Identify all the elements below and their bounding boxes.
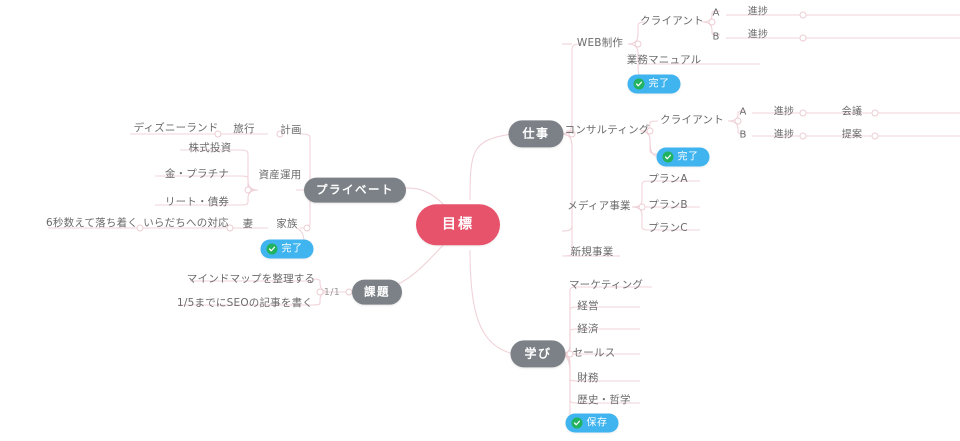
junction-dot (799, 109, 807, 117)
junction-dot (638, 203, 646, 211)
junction-dot (708, 18, 716, 26)
node-web-client-a[interactable]: A (712, 7, 720, 19)
root-node-goal[interactable]: 目標 (416, 204, 500, 246)
junction-dot (799, 132, 807, 140)
junction-dot (303, 224, 311, 232)
status-badge-label: 完了 (677, 151, 699, 163)
node-business-manual[interactable]: 業務マニュアル (626, 54, 702, 67)
junction-dot (244, 186, 252, 194)
node-web-client-b-progress[interactable]: 進捗 (747, 29, 769, 41)
status-badge-learning-save[interactable]: 保存 (565, 413, 619, 433)
junction-dot (799, 11, 807, 19)
node-consulting-client-a-progress[interactable]: 進捗 (773, 106, 795, 118)
status-badge-web-done[interactable]: 完了 (627, 74, 681, 94)
node-disneyland[interactable]: ディズニーランド (133, 122, 219, 135)
junction-dot (276, 130, 284, 138)
status-badge-family-done[interactable]: 完了 (260, 239, 314, 259)
check-circle-icon (662, 151, 674, 163)
branch-node-work[interactable]: 仕事 (508, 120, 564, 148)
node-learning-marketing[interactable]: マーケティング (568, 279, 644, 292)
status-badge-label: 完了 (281, 243, 303, 255)
node-media-plan-a[interactable]: プランA (648, 173, 688, 186)
branch-node-private[interactable]: プライベート (304, 177, 406, 203)
node-task-organize-mindmap[interactable]: マインドマップを整理する (186, 273, 316, 286)
node-media-business[interactable]: メディア事業 (567, 200, 631, 213)
status-badge-label: 完了 (648, 78, 670, 90)
junction-dot (799, 34, 807, 42)
node-asset-gold-platinum[interactable]: 金・プラチナ (164, 168, 230, 181)
node-asset-reit-bonds[interactable]: リート・債券 (164, 196, 230, 209)
node-consulting-client-a[interactable]: A (739, 106, 747, 118)
node-wife[interactable]: 妻 (242, 218, 254, 231)
node-task-seo-article[interactable]: 1/5までにSEOの記事を書く (177, 297, 313, 310)
node-family[interactable]: 家族 (276, 218, 298, 231)
node-asset-management[interactable]: 資産運用 (258, 169, 302, 182)
node-asset-stocks[interactable]: 株式投資 (188, 142, 232, 155)
node-travel[interactable]: 旅行 (233, 123, 255, 136)
node-web-production[interactable]: WEB制作 (576, 37, 624, 50)
node-irritation-response[interactable]: いらだちへの対応 (143, 217, 229, 230)
junction-dot (136, 224, 144, 232)
node-web-client[interactable]: クライアント (640, 15, 704, 28)
check-circle-icon (571, 417, 583, 429)
check-circle-icon (266, 243, 278, 255)
branch-node-task[interactable]: 課題 (352, 279, 402, 305)
node-consulting[interactable]: コンサルティング (564, 124, 650, 137)
node-consulting-client-b-proposal[interactable]: 提案 (841, 129, 863, 141)
node-web-client-b[interactable]: B (712, 31, 720, 43)
node-consulting-client-b[interactable]: B (739, 129, 747, 141)
node-learning-history-philosophy[interactable]: 歴史・哲学 (577, 394, 631, 407)
node-learning-management[interactable]: 経営 (577, 300, 599, 313)
junction-dot (871, 132, 879, 140)
node-media-plan-c[interactable]: プランC (648, 222, 688, 235)
junction-dot (214, 130, 222, 138)
junction-dot (871, 109, 879, 117)
node-learning-finance[interactable]: 財務 (577, 372, 599, 385)
node-consulting-client-a-meeting[interactable]: 会議 (841, 106, 863, 118)
node-consulting-client-b-progress[interactable]: 進捗 (773, 129, 795, 141)
junction-dot (226, 224, 234, 232)
node-travel-plan[interactable]: 計画 (280, 124, 302, 137)
task-counter: 1/1 (323, 286, 341, 298)
junction-dot (568, 130, 576, 138)
junction-dot (634, 40, 642, 48)
node-consulting-client[interactable]: クライアント (660, 114, 724, 127)
status-badge-consulting-done[interactable]: 完了 (656, 147, 710, 167)
node-learning-economics[interactable]: 経済 (577, 323, 599, 336)
node-count-six-seconds[interactable]: 6秒数えて落ち着く (46, 217, 138, 230)
node-new-business[interactable]: 新規事業 (570, 246, 614, 259)
junction-dot (646, 127, 654, 135)
node-web-client-a-progress[interactable]: 進捗 (747, 6, 769, 18)
node-media-plan-b[interactable]: プランB (648, 199, 688, 212)
check-circle-icon (633, 78, 645, 90)
node-learning-sales[interactable]: セールス (572, 347, 616, 360)
junction-dot (566, 350, 574, 358)
status-badge-label: 保存 (586, 417, 608, 429)
junction-dot (316, 288, 324, 296)
branch-node-learning[interactable]: 学び (510, 340, 566, 368)
junction-dot (734, 117, 742, 125)
